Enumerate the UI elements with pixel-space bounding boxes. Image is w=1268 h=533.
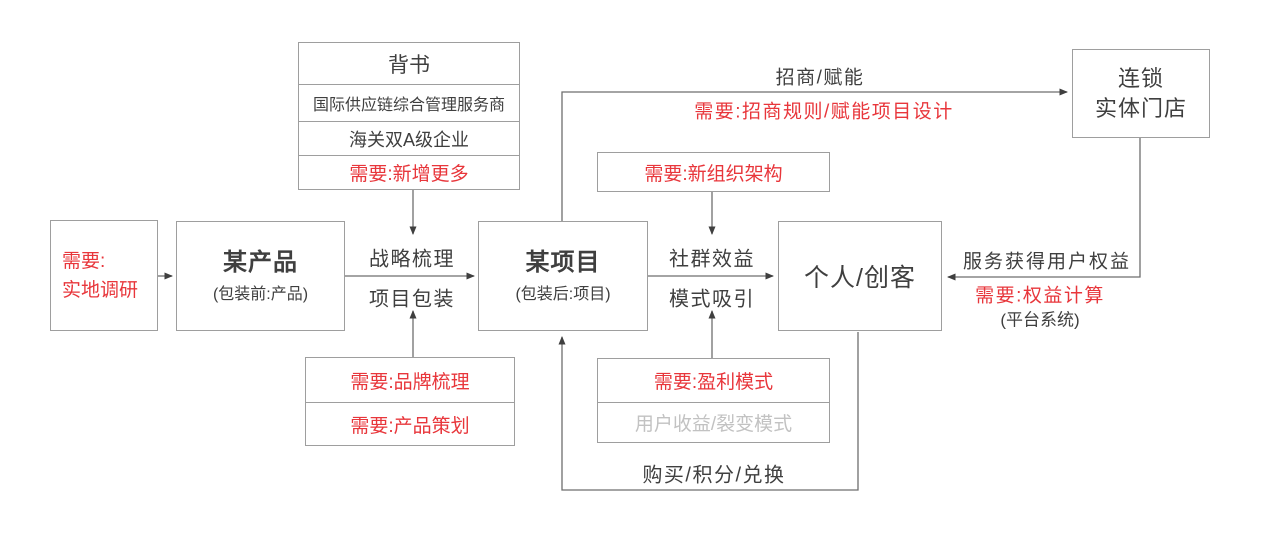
- strategy-label-line2: 项目包装: [369, 288, 455, 311]
- arrow-project-to-chainstore: [561, 88, 1068, 221]
- community-label-line2: 模式吸引: [669, 288, 755, 311]
- user-revenue-label: 用户收益/裂变模式: [598, 402, 829, 442]
- field-research-line1: 需要:: [62, 250, 106, 272]
- merchants-need-label: 需要:招商规则/赋能项目设计: [694, 101, 954, 123]
- field-research-line2: 实地调研: [62, 279, 139, 301]
- arrow-chainstore-to-individual: [947, 138, 1141, 281]
- individual-box: 个人/创客: [778, 221, 942, 331]
- chain-store-box: 连锁 实体门店: [1072, 49, 1210, 138]
- project-title: 某项目: [525, 249, 601, 276]
- product-title: 某产品: [223, 249, 298, 276]
- profit-model-box: 需要:盈利模式 用户收益/裂变模式: [597, 358, 830, 443]
- brand-label: 需要:品牌梳理: [350, 371, 470, 393]
- product-box: 某产品 (包装前:产品): [176, 221, 345, 331]
- strategy-label-line1: 战略梳理: [369, 248, 455, 271]
- merchants-label: 招商/赋能: [775, 67, 865, 89]
- service-rights-label: 服务获得用户权益: [962, 251, 1132, 273]
- field-research-box: 需要: 实地调研: [50, 220, 158, 331]
- community-label-line1: 社群效益: [669, 248, 755, 271]
- endorsement-row-customs: 海关双A级企业: [299, 121, 519, 155]
- endorsement-row-supply-chain: 国际供应链综合管理服务商: [299, 84, 519, 121]
- new-org-label: 需要:新组织架构: [644, 163, 783, 185]
- endorsement-title: 背书: [388, 53, 430, 77]
- individual-title: 个人/创客: [804, 264, 916, 292]
- new-org-box: 需要:新组织架构: [597, 152, 830, 192]
- chain-store-line1: 连锁: [1117, 65, 1164, 91]
- arrow-individual-to-project-loop: [558, 332, 859, 491]
- project-box: 某项目 (包装后:项目): [478, 221, 648, 331]
- rights-need-label: 需要:权益计算: [975, 285, 1105, 307]
- endorsement-box: 背书 国际供应链综合管理服务商 海关双A级企业 需要:新增更多: [298, 42, 520, 190]
- endorsement-need-label: 需要:新增更多: [299, 155, 519, 189]
- rights-sub-label: (平台系统): [1000, 310, 1080, 330]
- project-subtitle: (包装后:项目): [515, 286, 611, 303]
- product-subtitle: (包装前:产品): [212, 286, 309, 303]
- brand-planning-box: 需要:品牌梳理 需要:产品策划: [305, 357, 515, 446]
- purchase-label: 购买/积分/兑换: [642, 464, 786, 487]
- product-planning-label: 需要:产品策划: [306, 402, 514, 445]
- chain-store-line2: 实体门店: [1094, 95, 1187, 121]
- profit-model-label: 需要:盈利模式: [653, 372, 774, 393]
